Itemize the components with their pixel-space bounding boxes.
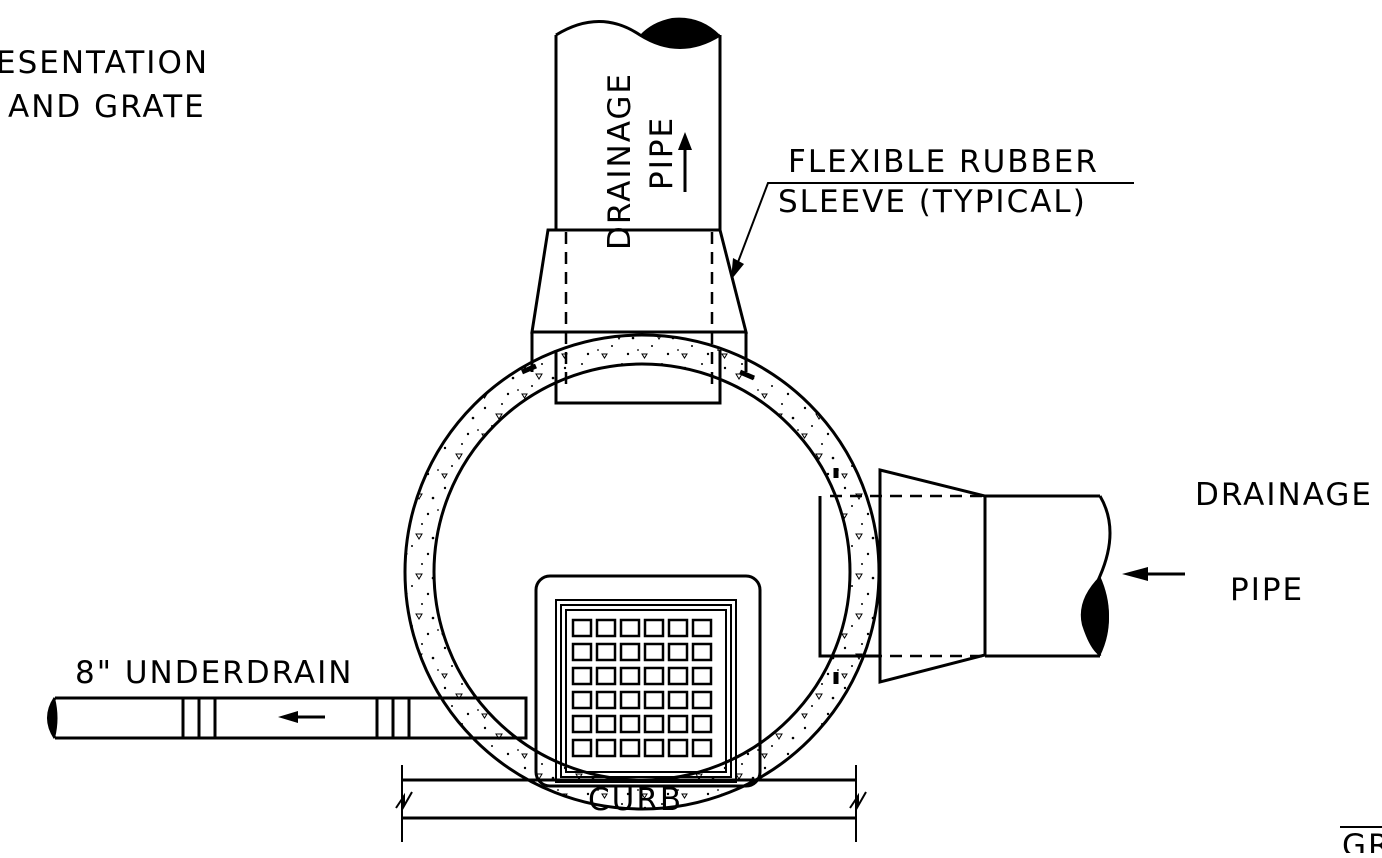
grate-opening	[595, 690, 617, 710]
top-flow-arrow-icon	[678, 132, 692, 192]
grate-opening	[595, 714, 617, 734]
grate-opening	[595, 618, 617, 638]
underdrain-label: 8" UNDERDRAIN	[75, 655, 353, 691]
sleeve-label-2: SLEEVE (TYPICAL)	[778, 184, 1087, 220]
grate-opening	[619, 714, 641, 734]
grate-opening	[619, 738, 641, 758]
underdrain-flow-arrow-icon	[278, 711, 325, 723]
title-line-1: ESENTATION	[0, 45, 209, 81]
corner-label: GRA	[1342, 828, 1382, 853]
underdrain-pipe	[47, 696, 528, 740]
grate-opening	[619, 618, 641, 638]
right-drainage-pipe	[818, 468, 1112, 684]
sleeve-leader-line	[731, 182, 1134, 280]
grate-opening	[691, 690, 713, 710]
grate-opening	[643, 690, 665, 710]
grate-opening	[667, 690, 689, 710]
right-flow-arrow-icon	[1122, 567, 1185, 581]
right-pipe-label-1: DRAINAGE	[1195, 477, 1373, 513]
grate-opening	[595, 738, 617, 758]
svg-text:PIPE: PIPE	[644, 116, 680, 190]
grate-opening	[667, 666, 689, 686]
curb	[395, 765, 867, 842]
grate-opening	[643, 738, 665, 758]
grate-opening	[643, 714, 665, 734]
sleeve-label-1: FLEXIBLE RUBBER	[788, 144, 1099, 180]
grate-opening	[571, 690, 593, 710]
top-drainage-pipe	[554, 17, 722, 405]
grate-opening	[571, 714, 593, 734]
grate-opening	[571, 618, 593, 638]
grate-opening	[643, 666, 665, 686]
top-rubber-sleeve	[521, 228, 755, 390]
grate-opening	[667, 618, 689, 638]
grate-opening	[571, 738, 593, 758]
grate-opening	[667, 738, 689, 758]
grate-opening	[595, 666, 617, 686]
grate-opening	[571, 666, 593, 686]
grate-opening	[595, 642, 617, 662]
grate-opening	[619, 666, 641, 686]
grate-opening	[667, 714, 689, 734]
top-pipe-label-2: PIPE	[644, 116, 680, 190]
top-pipe-label-1: DRAINAGE	[602, 72, 638, 250]
grate-opening	[619, 690, 641, 710]
right-pipe-label-2: PIPE	[1230, 572, 1304, 608]
grate-opening	[691, 714, 713, 734]
grate-opening	[691, 618, 713, 638]
grate-frame	[534, 574, 762, 788]
grate-opening	[667, 642, 689, 662]
grate-opening	[643, 642, 665, 662]
svg-text:DRAINAGE: DRAINAGE	[602, 72, 638, 250]
title-line-2: AND GRATE	[8, 89, 206, 125]
grate-bars	[571, 618, 713, 758]
grate-opening	[571, 642, 593, 662]
grate-opening	[691, 666, 713, 686]
grate-opening	[691, 738, 713, 758]
grate-opening	[619, 642, 641, 662]
grate-opening	[643, 618, 665, 638]
grate-opening	[691, 642, 713, 662]
curb-label: CURB	[588, 782, 683, 818]
